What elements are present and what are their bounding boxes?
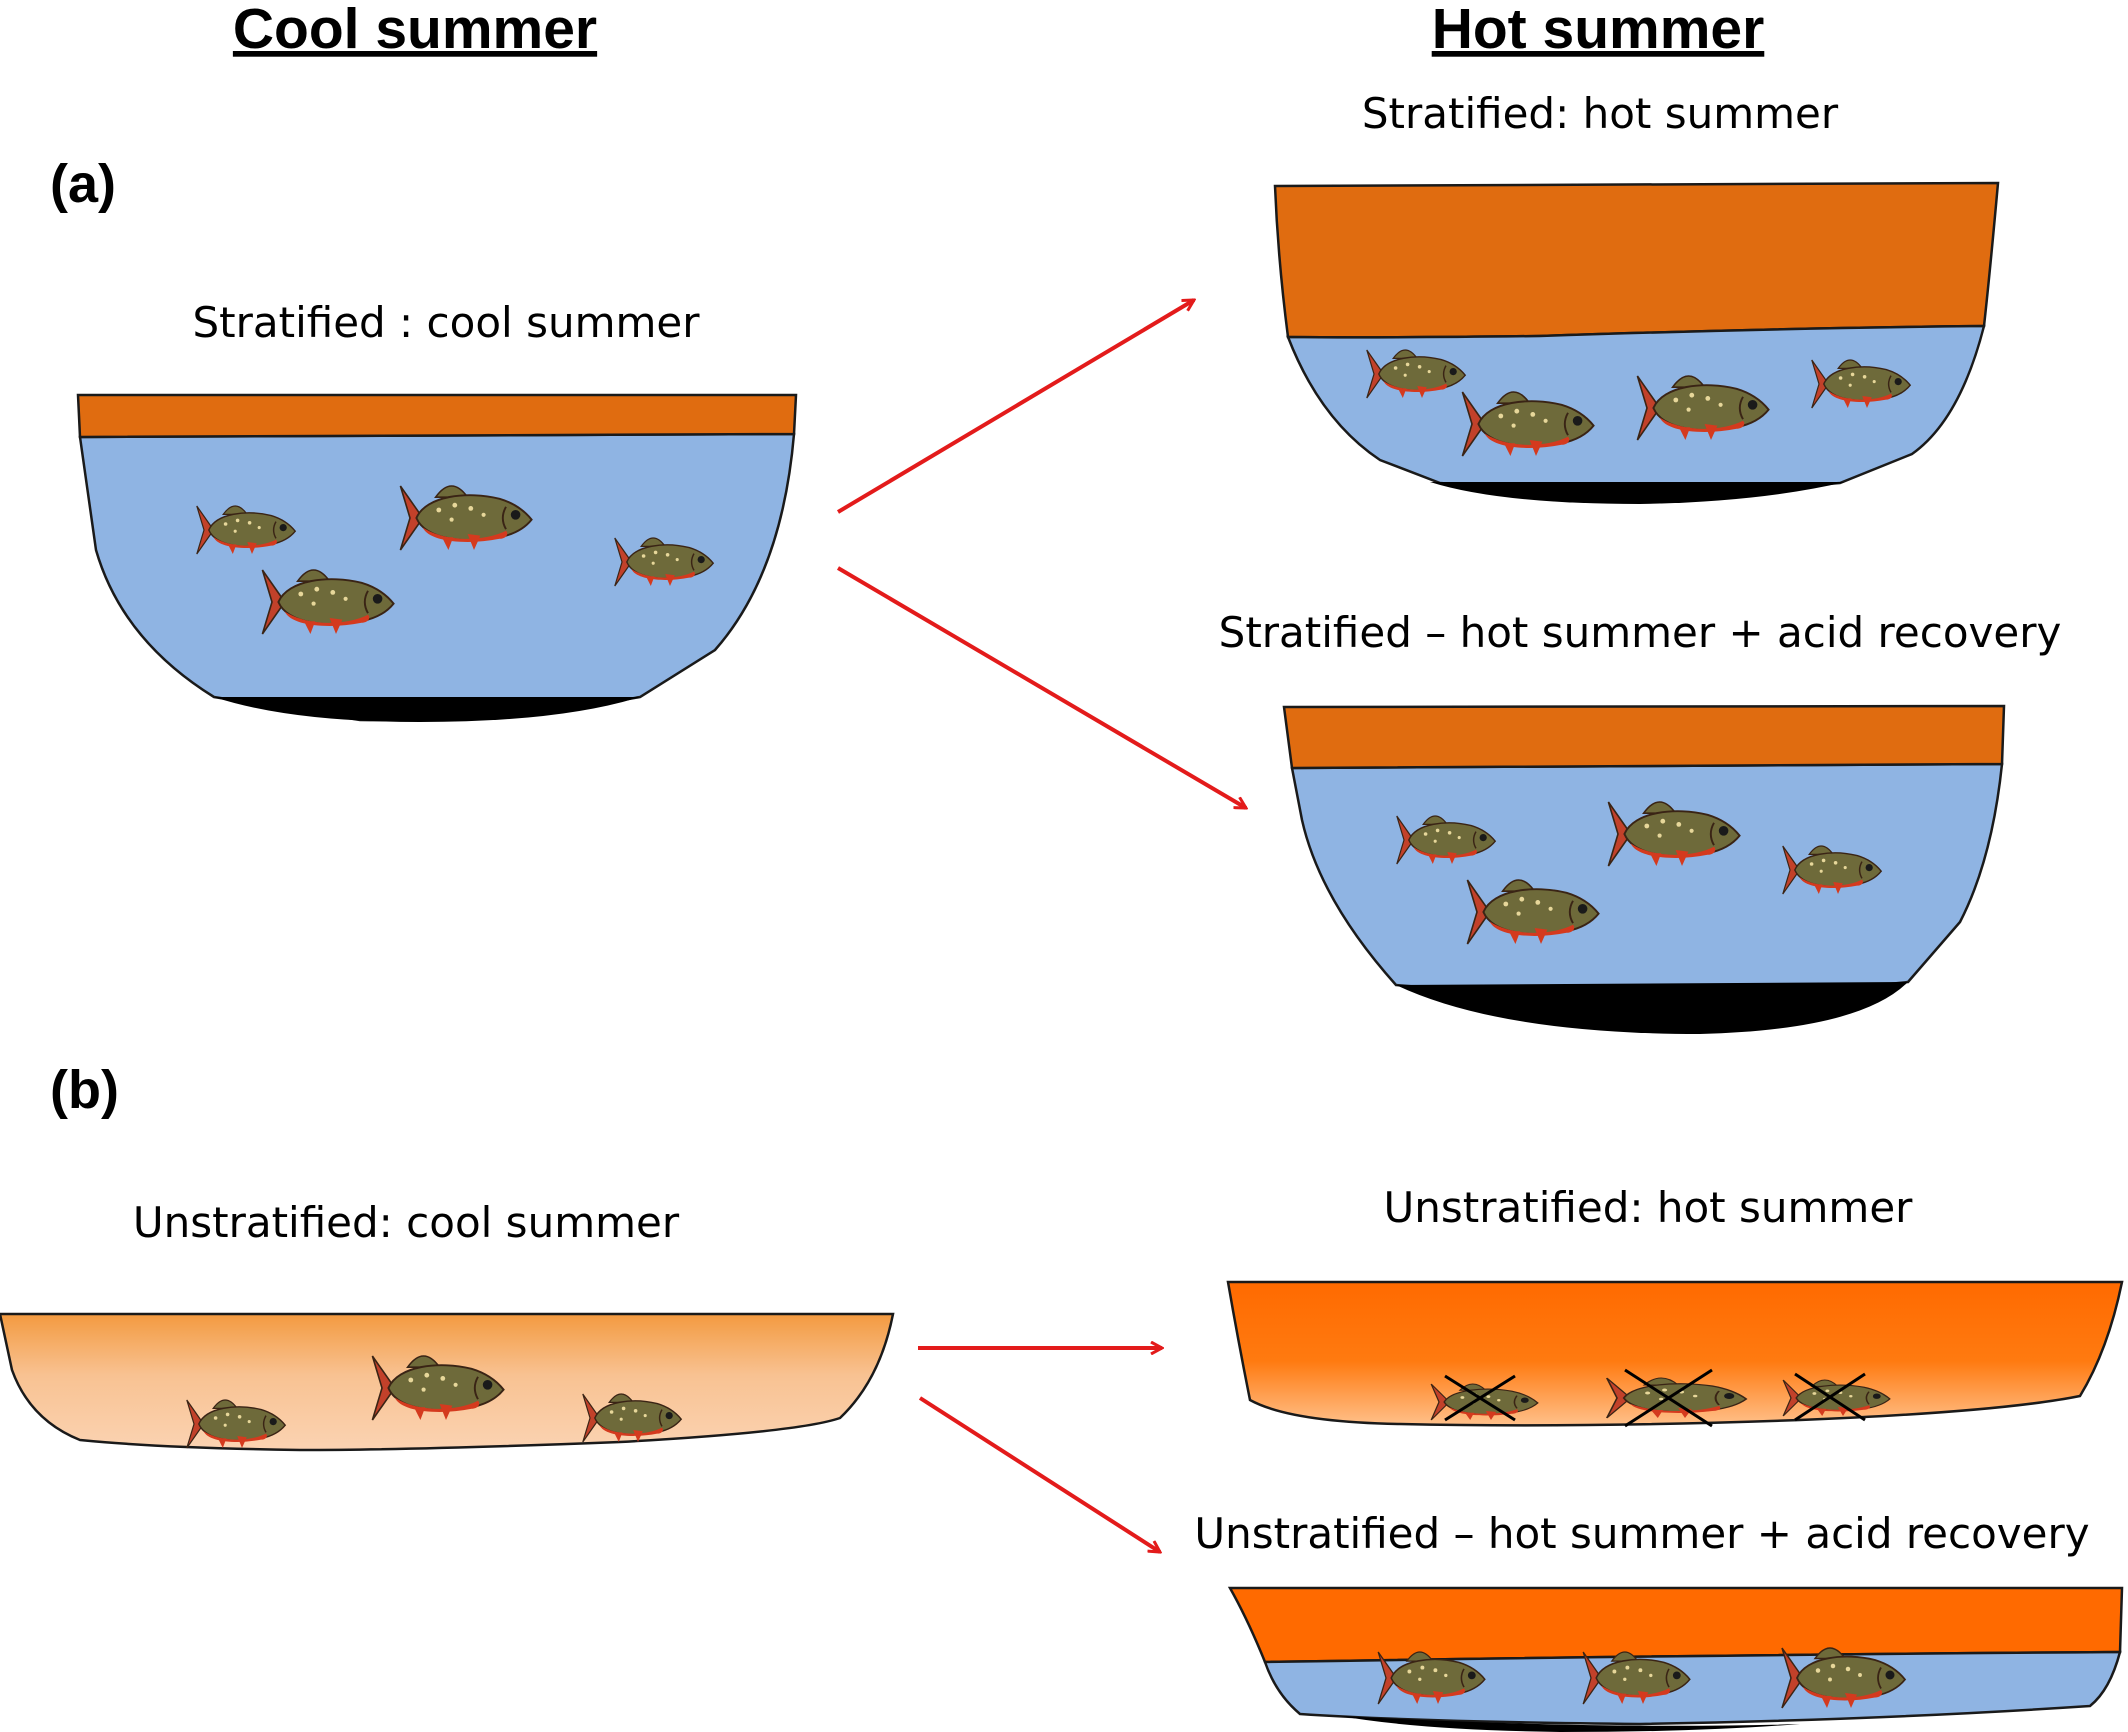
arrow-to-unstratified-hot-acid xyxy=(918,1396,1160,1552)
arrow-to-stratified-hot-acid xyxy=(836,566,1246,810)
dead-fish xyxy=(1430,1374,1539,1422)
x-mark-icon xyxy=(1794,1372,1866,1422)
water-body xyxy=(1226,1280,2124,1427)
lake-unstratified-cool xyxy=(0,1312,895,1452)
warm-layer xyxy=(76,393,798,439)
lake-stratified-hot-acid-recovery xyxy=(1282,704,2006,1034)
lake-stratified-hot xyxy=(1273,181,2000,504)
dead-fish xyxy=(1605,1368,1748,1428)
dead-fish xyxy=(1782,1372,1891,1422)
caption-unstratified-hot: Unstratified: hot summer xyxy=(1384,1183,1914,1232)
sediment-layer xyxy=(1340,1716,1800,1732)
x-mark-icon xyxy=(1444,1374,1516,1422)
arrow-to-stratified-hot xyxy=(836,298,1194,514)
cold-layer xyxy=(1286,324,1986,493)
cold-layer xyxy=(1263,1650,2122,1726)
warm-layer xyxy=(1227,1586,2124,1664)
dead-fish-group xyxy=(1430,1368,1891,1428)
sediment-layer xyxy=(214,697,640,722)
caption-stratified-cool: Stratified : cool summer xyxy=(192,298,700,347)
hot-summer-heading: Hot summer xyxy=(1432,0,1765,61)
cold-layer xyxy=(1290,762,2004,1000)
lake-unstratified-hot-acid-recovery xyxy=(1227,1586,2124,1732)
cool-summer-heading: Cool summer xyxy=(233,0,597,61)
transition-arrows xyxy=(836,298,1246,1552)
panel-label-b: (b) xyxy=(50,1060,119,1120)
warm-layer xyxy=(1282,704,2006,770)
caption-stratified-hot-acid: Stratified – hot summer + acid recovery xyxy=(1219,608,2062,657)
x-mark-icon xyxy=(1624,1368,1713,1428)
panel-label-a: (a) xyxy=(50,154,116,214)
lake-unstratified-hot xyxy=(1226,1280,2124,1428)
sediment-layer xyxy=(1430,482,1845,504)
caption-unstratified-cool: Unstratified: cool summer xyxy=(133,1198,680,1247)
lake-stratified-cool xyxy=(76,393,798,722)
warm-layer xyxy=(1273,181,2000,339)
caption-unstratified-hot-acid: Unstratified – hot summer + acid recover… xyxy=(1194,1509,2089,1558)
caption-stratified-hot: Stratified: hot summer xyxy=(1362,89,1839,138)
sediment-layer xyxy=(1396,982,1908,1034)
